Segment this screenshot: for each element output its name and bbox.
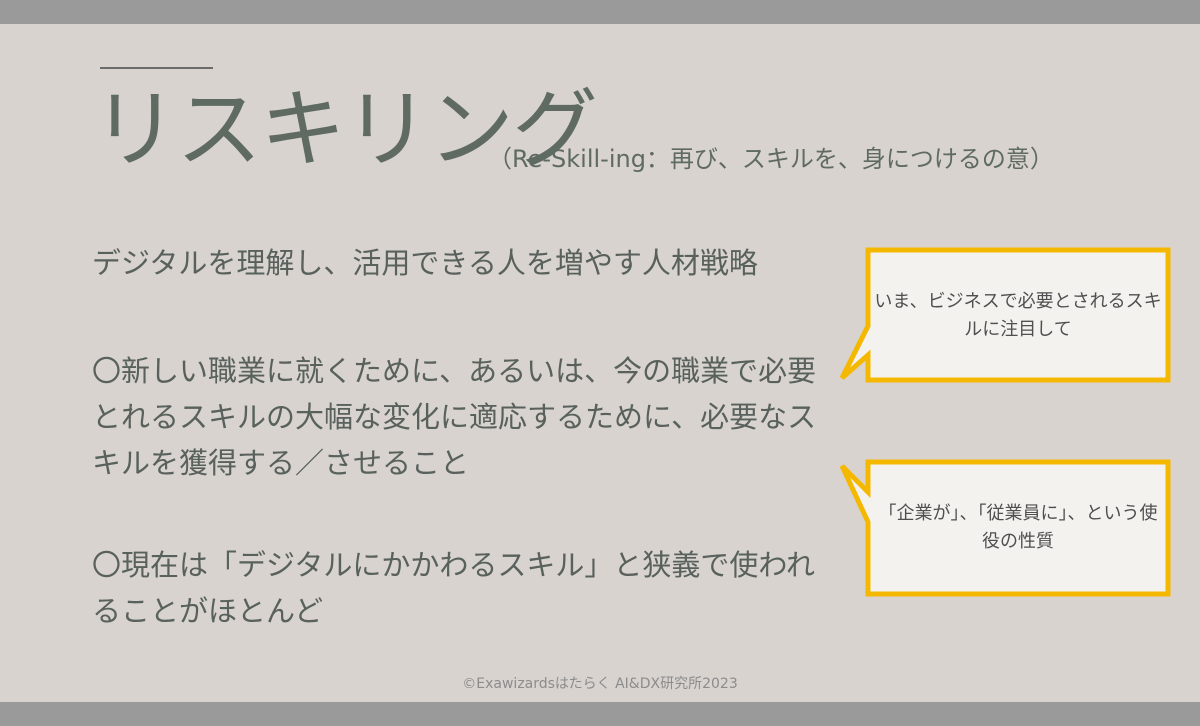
callout-text-1: いま、ビジネスで必要とされるスキルに注目して <box>874 291 1162 340</box>
callout-box-2 <box>839 459 1171 597</box>
bottom-bar <box>0 702 1200 726</box>
usage-paragraph: 〇現在は「デジタルにかかわるスキル」と狭義で使われることがほとんど <box>92 548 815 628</box>
definition-line: デジタルを理解し、活用できる人を増やす人材戦略 <box>92 246 758 280</box>
top-bar <box>0 0 1200 24</box>
callout-box-1 <box>839 247 1171 383</box>
definition-paragraph: 〇新しい職業に就くために、あるいは、今の職業で必要とれるスキルの大幅な変化に適応… <box>92 354 817 480</box>
slide-title: リスキリング <box>92 80 598 180</box>
callout-text-2: 「企業が」、「従業員に」、という使役の性質 <box>878 503 1158 552</box>
title-rule <box>100 67 213 69</box>
slide-subtitle: （Re-Skill-ing：再び、スキルを、身につけるの意） <box>488 145 1054 173</box>
copyright-footer: ©Exawizardsはたらく AI&DX研究所2023 <box>462 676 738 692</box>
